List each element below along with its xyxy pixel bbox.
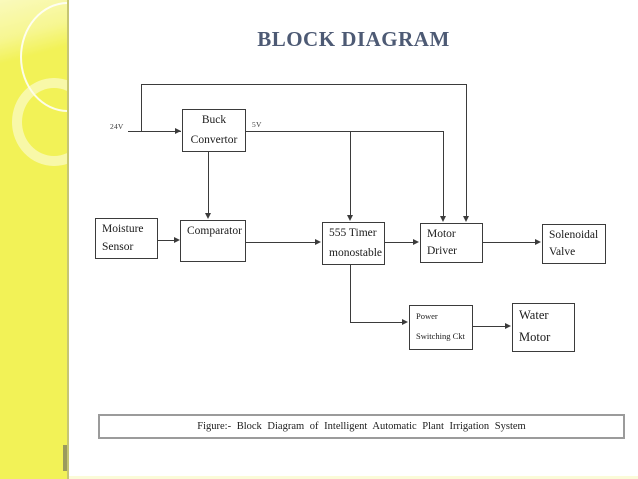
block-label: Motor xyxy=(427,228,456,240)
block-label: Water xyxy=(519,308,549,322)
block-label: monostable xyxy=(329,246,383,259)
block-motor-driver: Motor Driver xyxy=(420,223,483,263)
slide-bottom-edge xyxy=(69,476,638,479)
block-comparator: Comparator xyxy=(180,220,246,262)
block-label: Solenoidal xyxy=(549,229,599,241)
connector-24v-riser xyxy=(141,84,142,132)
block-label: Comparator xyxy=(187,225,242,237)
connector-24v-drop-to-motor xyxy=(466,84,467,217)
arrowhead-into-motor-left xyxy=(440,216,446,222)
arrowhead-into-water-motor xyxy=(505,323,511,329)
block-buck-convertor: Buck Convertor xyxy=(182,109,246,152)
block-solenoidal-valve: Solenoidal Valve xyxy=(542,224,606,264)
block-label: Buck xyxy=(201,114,227,126)
arrowhead-into-comparator-left xyxy=(174,237,180,243)
arrowhead-into-555-left xyxy=(315,239,321,245)
connector-comparator-to-555 xyxy=(246,242,316,243)
arrowhead-into-buck xyxy=(175,128,181,134)
connector-24v-to-buck xyxy=(128,131,181,132)
block-label: Switching Ckt xyxy=(416,331,465,342)
connector-moisture-to-comparator xyxy=(157,240,175,241)
arrowhead-into-motor-left-side xyxy=(413,239,419,245)
connector-power-to-water xyxy=(472,326,506,327)
block-moisture-sensor: Moisture Sensor xyxy=(95,218,158,259)
connector-5v-drop-to-555 xyxy=(350,131,351,216)
connector-to-power-switching xyxy=(350,322,403,323)
arrowhead-into-comparator-top xyxy=(205,213,211,219)
connector-5v-bus xyxy=(246,131,443,132)
connector-555-down xyxy=(350,265,351,323)
block-label: Sensor xyxy=(102,240,134,253)
block-555-timer: 555 Timer monostable xyxy=(322,222,385,265)
arrowhead-into-solenoid xyxy=(535,239,541,245)
block-label: Valve xyxy=(549,245,576,258)
block-label: Moisture xyxy=(102,223,144,235)
page-title: BLOCK DIAGRAM xyxy=(257,27,450,51)
block-label: Driver xyxy=(427,244,458,257)
strip-edge-shadow xyxy=(63,445,67,471)
arrowhead-into-555-top xyxy=(347,215,353,221)
connector-5v-drop-to-motor xyxy=(443,131,444,217)
arrowhead-into-motor-right xyxy=(463,216,469,222)
block-label: Convertor xyxy=(190,133,238,146)
figure-caption: Figure:- Block Diagram of Intelligent Au… xyxy=(98,414,625,439)
voltage-label-24v: 24V xyxy=(110,122,124,131)
decorative-circle-ring xyxy=(12,78,67,166)
arrowhead-into-power-switching xyxy=(402,319,408,325)
slide-side-strip xyxy=(0,0,69,479)
voltage-label-5v: 5V xyxy=(252,120,262,129)
connector-motor-to-solenoid xyxy=(483,242,536,243)
connector-buck-to-comparator xyxy=(208,152,209,214)
connector-top-bus xyxy=(141,84,467,85)
block-label: Motor xyxy=(519,329,551,344)
block-water-motor: Water Motor xyxy=(512,303,575,352)
block-label: 555 Timer xyxy=(329,227,377,239)
connector-555-to-motor xyxy=(385,242,414,243)
block-label: Power xyxy=(416,311,438,321)
block-power-switching-ckt: Power Switching Ckt xyxy=(409,305,473,350)
